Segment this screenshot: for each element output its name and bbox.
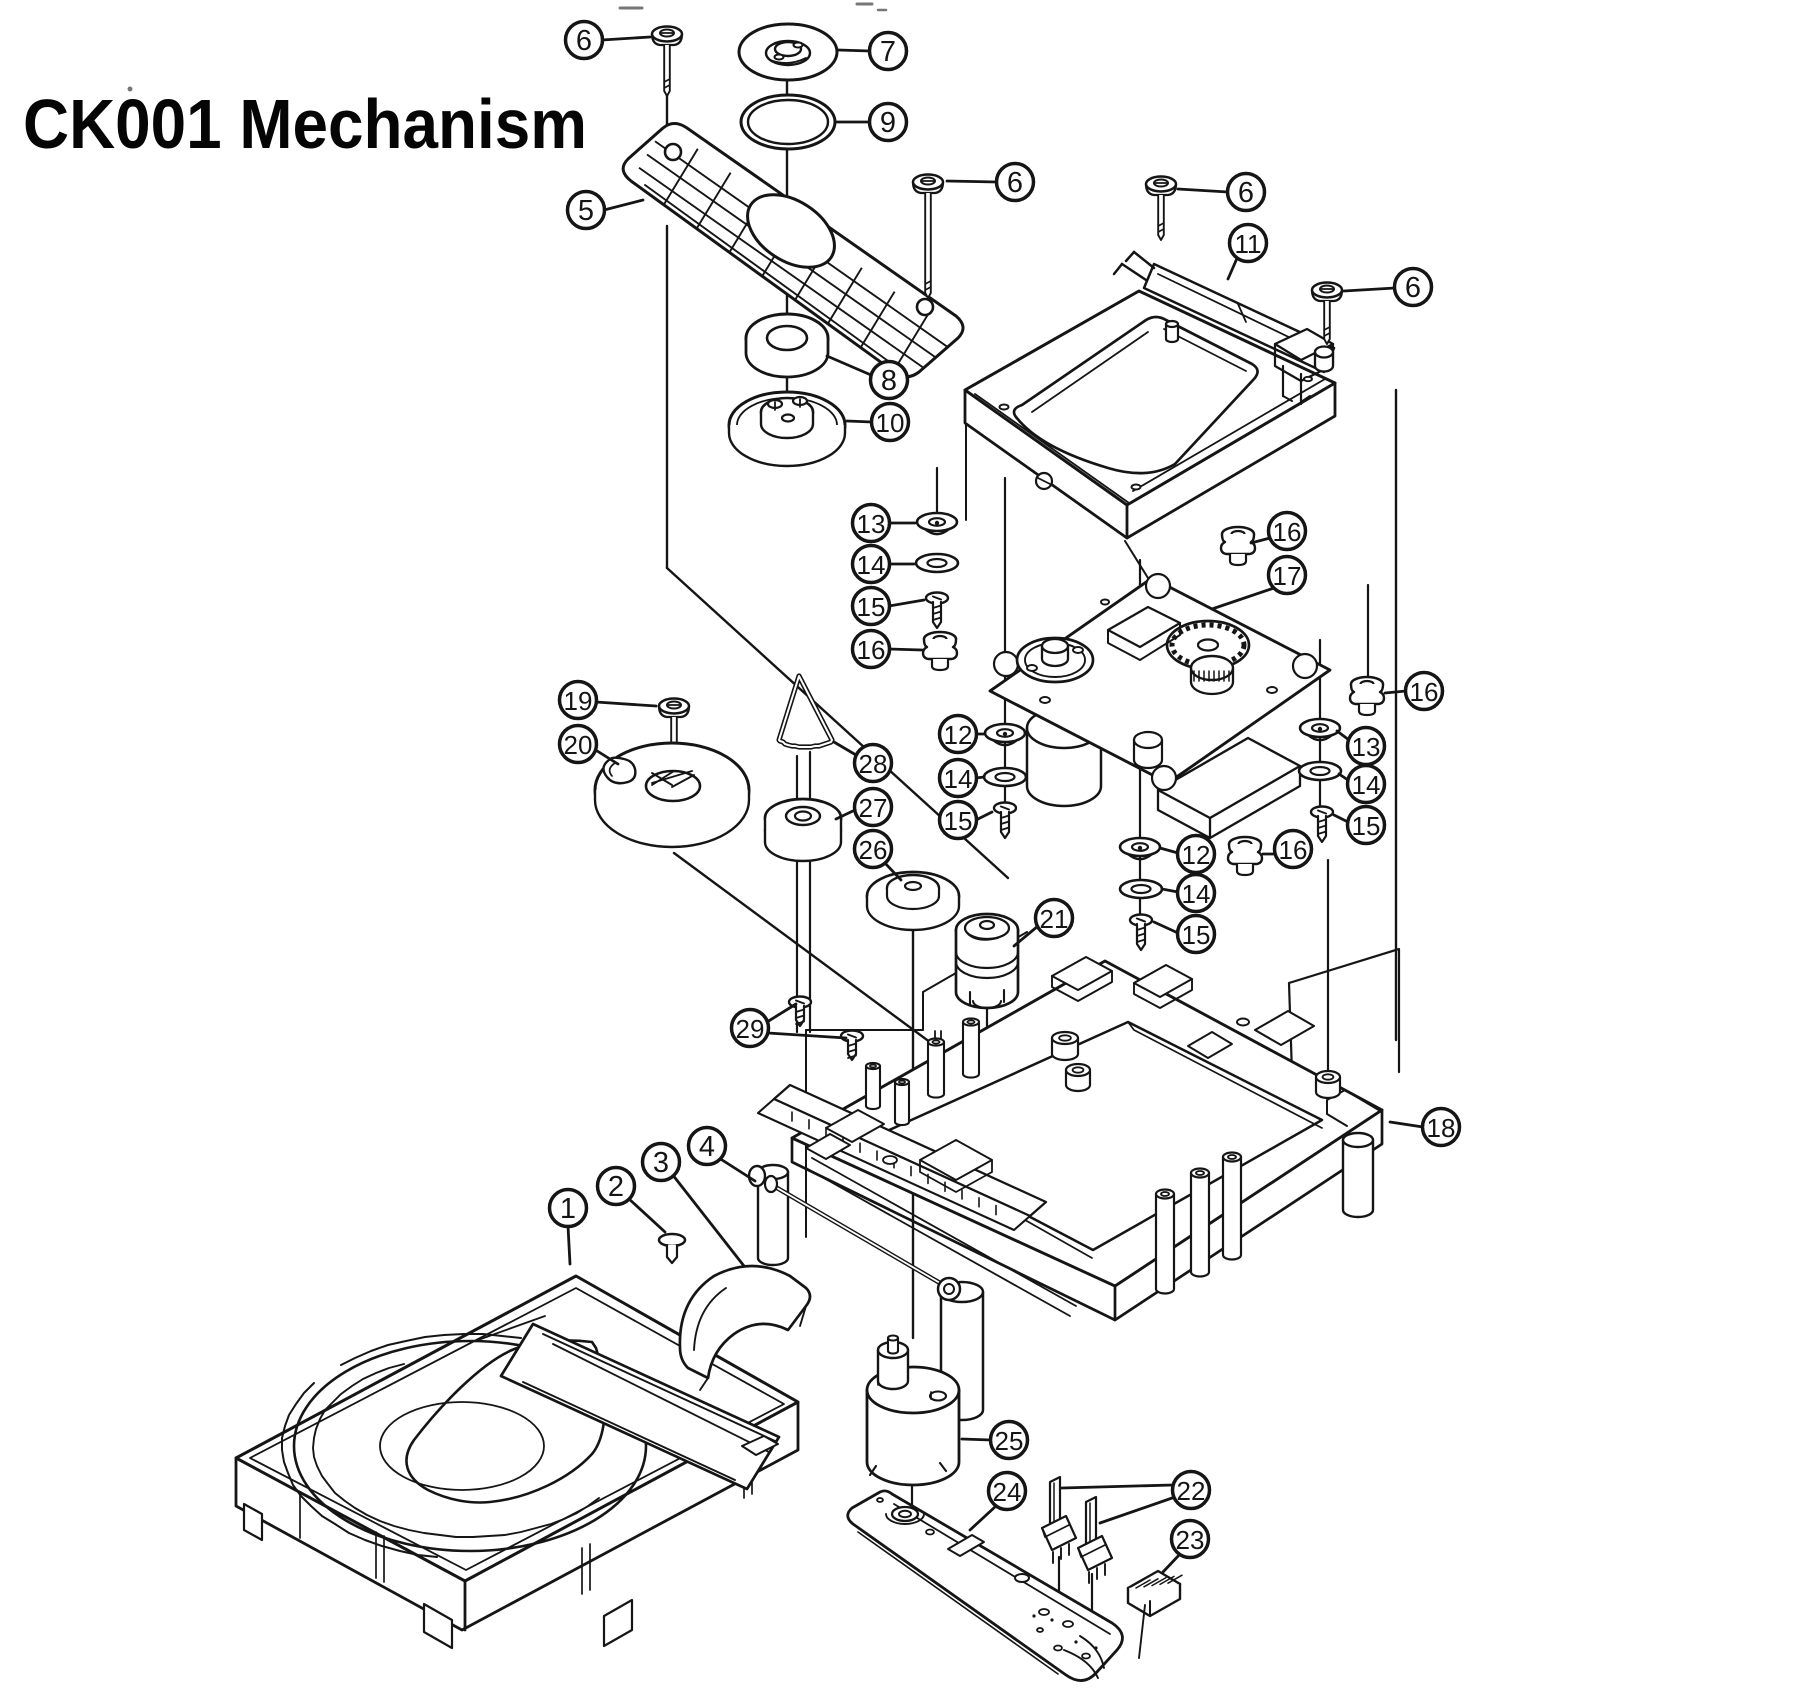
svg-text:5: 5 xyxy=(578,195,594,227)
svg-text:16: 16 xyxy=(1279,835,1308,865)
svg-text:14: 14 xyxy=(944,764,973,794)
svg-text:15: 15 xyxy=(944,806,973,836)
svg-text:29: 29 xyxy=(736,1014,765,1044)
svg-text:22: 22 xyxy=(1177,1476,1206,1506)
svg-text:25: 25 xyxy=(995,1426,1024,1456)
svg-text:1: 1 xyxy=(560,1193,576,1225)
svg-text:6: 6 xyxy=(1007,167,1023,199)
svg-text:15: 15 xyxy=(857,592,886,622)
svg-text:12: 12 xyxy=(944,720,973,750)
svg-text:14: 14 xyxy=(857,550,886,580)
svg-text:6: 6 xyxy=(1405,272,1421,304)
svg-text:15: 15 xyxy=(1352,811,1381,841)
svg-text:21: 21 xyxy=(1040,904,1069,934)
svg-text:3: 3 xyxy=(653,1147,669,1179)
svg-text:14: 14 xyxy=(1352,770,1381,800)
svg-text:24: 24 xyxy=(993,1477,1022,1507)
svg-text:8: 8 xyxy=(881,365,897,397)
svg-text:26: 26 xyxy=(859,835,888,865)
svg-text:19: 19 xyxy=(564,686,593,716)
svg-text:23: 23 xyxy=(1176,1525,1205,1555)
svg-text:CK001 Mechanism: CK001 Mechanism xyxy=(23,85,587,163)
svg-text:12: 12 xyxy=(1182,840,1211,870)
svg-text:18: 18 xyxy=(1427,1113,1456,1143)
svg-text:13: 13 xyxy=(1352,732,1381,762)
svg-text:11: 11 xyxy=(1235,229,1262,259)
svg-text:16: 16 xyxy=(857,635,886,665)
svg-text:27: 27 xyxy=(859,793,888,823)
svg-text:15: 15 xyxy=(1182,920,1211,950)
svg-text:6: 6 xyxy=(1238,177,1254,209)
svg-text:20: 20 xyxy=(564,730,593,760)
svg-text:17: 17 xyxy=(1273,561,1302,591)
svg-text:7: 7 xyxy=(880,36,896,68)
svg-text:16: 16 xyxy=(1273,517,1302,547)
svg-text:16: 16 xyxy=(1410,677,1439,707)
svg-text:9: 9 xyxy=(880,107,896,139)
svg-text:13: 13 xyxy=(857,509,886,539)
svg-text:14: 14 xyxy=(1182,879,1211,909)
svg-text:28: 28 xyxy=(859,749,888,779)
svg-text:2: 2 xyxy=(608,1171,624,1203)
svg-text:6: 6 xyxy=(576,25,592,57)
svg-text:10: 10 xyxy=(876,408,905,438)
svg-text:4: 4 xyxy=(699,1131,715,1163)
